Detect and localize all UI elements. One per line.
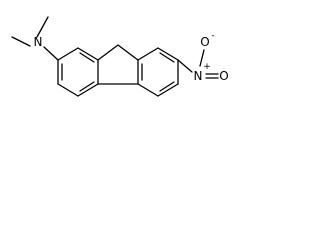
nitro-oxygen-right-label: O: [219, 69, 228, 83]
bond-l-double-1: [79, 52, 95, 63]
bond-amine-ring: [43, 46, 59, 61]
bond-methyl-left: [11, 36, 31, 47]
bond-r4: [157, 83, 179, 97]
nitro-oxygen-top-charge: -: [211, 31, 214, 41]
nitro-nitrogen-charge: +: [203, 62, 211, 72]
bond-r-double-3: [159, 81, 175, 92]
amine-nitrogen-label: N: [34, 35, 43, 49]
bond-ring-nitro: [177, 59, 193, 73]
bond-l5: [57, 83, 79, 97]
nitro-oxygen-top-label: O: [200, 35, 209, 49]
bond-bridge-right: [117, 44, 139, 61]
molecule-drawing: N N + O - O: [11, 16, 229, 97]
bond-r1: [137, 47, 159, 61]
structure-canvas: N N + O - O: [0, 0, 233, 139]
bond-l-double-2: [79, 81, 95, 92]
bond-methyl-top: [36, 16, 49, 38]
bond-r5: [137, 83, 159, 97]
bond-r-double-2: [159, 52, 175, 63]
bond-nitro-o-top: [199, 49, 205, 67]
bond-l1: [57, 47, 79, 61]
bond-r2: [157, 47, 179, 61]
bond-l2: [77, 47, 99, 61]
bond-bridge-left: [97, 44, 119, 61]
nitro-nitrogen-label: N: [194, 69, 203, 83]
bond-l4: [77, 83, 99, 97]
